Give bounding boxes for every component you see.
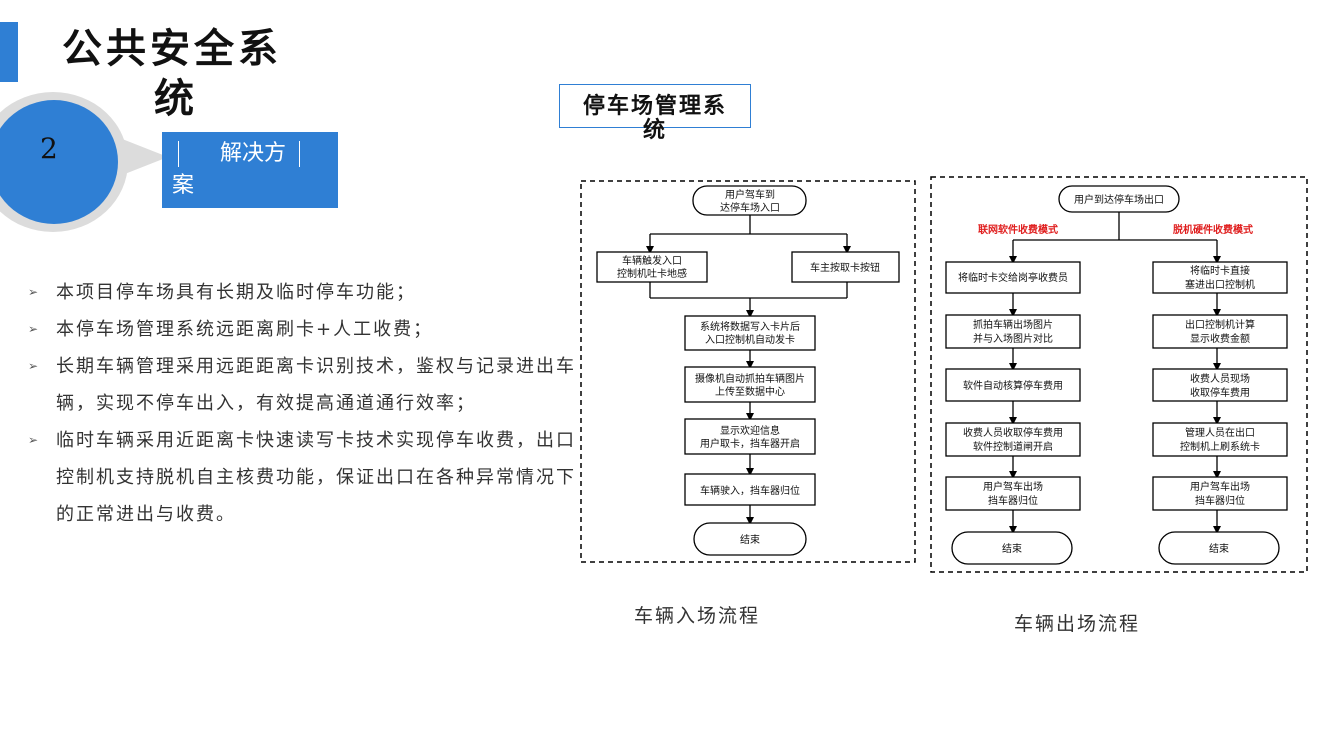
exit-right-step-label: 收费人员现场 xyxy=(1190,372,1250,385)
list-item: ➢临时车辆采用近距离卡快速读写卡技术实现停车收费，出口控制机支持脱机自主核费功能… xyxy=(28,422,588,533)
exit-flow-frame xyxy=(930,176,1308,573)
exit-left-end-node xyxy=(951,531,1073,565)
page-title: 公共安全系 统 xyxy=(62,24,302,124)
entry-step-node xyxy=(684,473,816,506)
feature-list: ➢本项目停车场具有长期及临时停车功能； ➢本停车场管理系统远距离刷卡+人工收费；… xyxy=(28,274,588,533)
exit-mode-right-label: 脱机硬件收费模式 xyxy=(1173,223,1253,236)
section-divider xyxy=(178,141,179,167)
entry-button-label: 车主按取卡按钮 xyxy=(810,261,880,274)
diagram-title-line1: 停车场管理系 xyxy=(582,94,727,119)
entry-start-label: 达停车场入口 xyxy=(720,201,780,214)
entry-flow-caption: 车辆入场流程 xyxy=(634,605,761,627)
exit-right-step-node xyxy=(1152,261,1288,294)
list-item: ➢本项目停车场具有长期及临时停车功能； xyxy=(28,274,588,311)
exit-right-step-label: 管理人员在出口 xyxy=(1185,426,1255,439)
entry-step-label: 系统将数据写入卡片后 xyxy=(700,320,800,333)
page-title-line2: 统 xyxy=(154,76,198,122)
entry-step-node xyxy=(684,315,816,351)
exit-right-end-label: 结束 xyxy=(1209,542,1229,555)
list-item: ➢本停车场管理系统远距离刷卡+人工收费； xyxy=(28,311,588,348)
list-item: ➢长期车辆管理采用远距距离卡识别技术，鉴权与记录进出车辆，实现不停车出入，有效提… xyxy=(28,348,588,422)
exit-right-step-node xyxy=(1152,314,1288,349)
exit-left-step-node xyxy=(945,368,1081,402)
entry-step-node xyxy=(684,418,816,455)
entry-sensor-node xyxy=(596,251,708,283)
exit-left-step-label: 将临时卡交给岗亭收费员 xyxy=(958,271,1068,284)
section-title-line2: 案 xyxy=(172,173,195,198)
exit-left-step-node xyxy=(945,422,1081,457)
entry-button-node xyxy=(791,251,900,283)
diagram-title: 停车场管理系 统 xyxy=(559,84,751,143)
exit-left-step-node xyxy=(945,261,1081,294)
exit-right-step-label: 用户驾车出场 xyxy=(1190,480,1250,493)
section-badge-pointer xyxy=(112,135,168,179)
entry-step-label: 显示欢迎信息 xyxy=(720,424,780,437)
bullet-arrow-icon: ➢ xyxy=(28,322,41,336)
exit-right-step-label: 控制机上刷系统卡 xyxy=(1180,440,1260,453)
diagram-title-line2: 统 xyxy=(642,118,667,143)
entry-flow-frame xyxy=(580,180,916,563)
exit-right-step-label: 出口控制机计算 xyxy=(1185,318,1255,331)
exit-right-step-label: 塞进出口控制机 xyxy=(1185,278,1255,291)
exit-left-step-label: 抓拍车辆出场图片 xyxy=(973,318,1053,331)
bullet-arrow-icon: ➢ xyxy=(28,285,41,299)
section-badge xyxy=(0,100,118,224)
exit-flow-caption: 车辆出场流程 xyxy=(1014,613,1141,635)
page-title-line1: 公共安全系 xyxy=(62,26,282,72)
exit-left-step-label: 软件自动核算停车费用 xyxy=(963,379,1063,392)
exit-left-step-label: 软件控制道闸开启 xyxy=(973,440,1053,453)
entry-step-label: 摄像机自动抓拍车辆图片 xyxy=(695,372,805,385)
exit-left-step-label: 用户驾车出场 xyxy=(983,480,1043,493)
entry-start-label: 用户驾车到 xyxy=(725,188,775,201)
exit-start-label: 用户到达停车场出口 xyxy=(1074,193,1164,206)
exit-left-step-node xyxy=(945,314,1081,349)
exit-right-end-node xyxy=(1158,531,1280,565)
bullet-arrow-icon: ➢ xyxy=(28,359,41,373)
exit-left-end-label: 结束 xyxy=(1002,542,1022,555)
exit-right-step-label: 挡车器归位 xyxy=(1195,494,1245,507)
section-divider xyxy=(299,141,301,167)
exit-left-step-label: 收费人员收取停车费用 xyxy=(963,426,1063,439)
exit-right-step-node xyxy=(1152,422,1288,457)
entry-step-node xyxy=(684,366,816,403)
section-number: 2 xyxy=(40,132,58,165)
section-title-box: 解决方 案 xyxy=(162,132,338,208)
bullet-arrow-icon: ➢ xyxy=(28,433,41,447)
entry-step-label: 用户取卡，挡车器开启 xyxy=(700,437,800,450)
entry-start-node xyxy=(692,185,807,216)
exit-start-node xyxy=(1058,185,1180,213)
entry-step-label: 上传至数据中心 xyxy=(715,385,785,398)
entry-sensor-label: 车辆触发入口 xyxy=(622,254,682,267)
accent-bar xyxy=(0,22,18,82)
exit-mode-left-label: 联网软件收费模式 xyxy=(978,223,1058,236)
entry-step-label: 入口控制机自动发卡 xyxy=(705,333,795,346)
section-title-line1: 解决方 xyxy=(220,141,287,166)
entry-end-node xyxy=(693,522,807,556)
exit-right-step-node xyxy=(1152,368,1288,402)
exit-left-step-label: 并与入场图片对比 xyxy=(973,332,1053,345)
exit-left-step-label: 挡车器归位 xyxy=(988,494,1038,507)
exit-right-step-node xyxy=(1152,476,1288,511)
entry-sensor-label: 控制机吐卡地感 xyxy=(617,267,687,280)
exit-right-step-label: 显示收费金额 xyxy=(1190,332,1250,345)
exit-right-step-label: 收取停车费用 xyxy=(1190,386,1250,399)
exit-left-step-node xyxy=(945,476,1081,511)
entry-end-label: 结束 xyxy=(740,533,760,546)
entry-step-label: 车辆驶入，挡车器归位 xyxy=(700,484,800,497)
exit-right-step-label: 将临时卡直接 xyxy=(1190,264,1250,277)
